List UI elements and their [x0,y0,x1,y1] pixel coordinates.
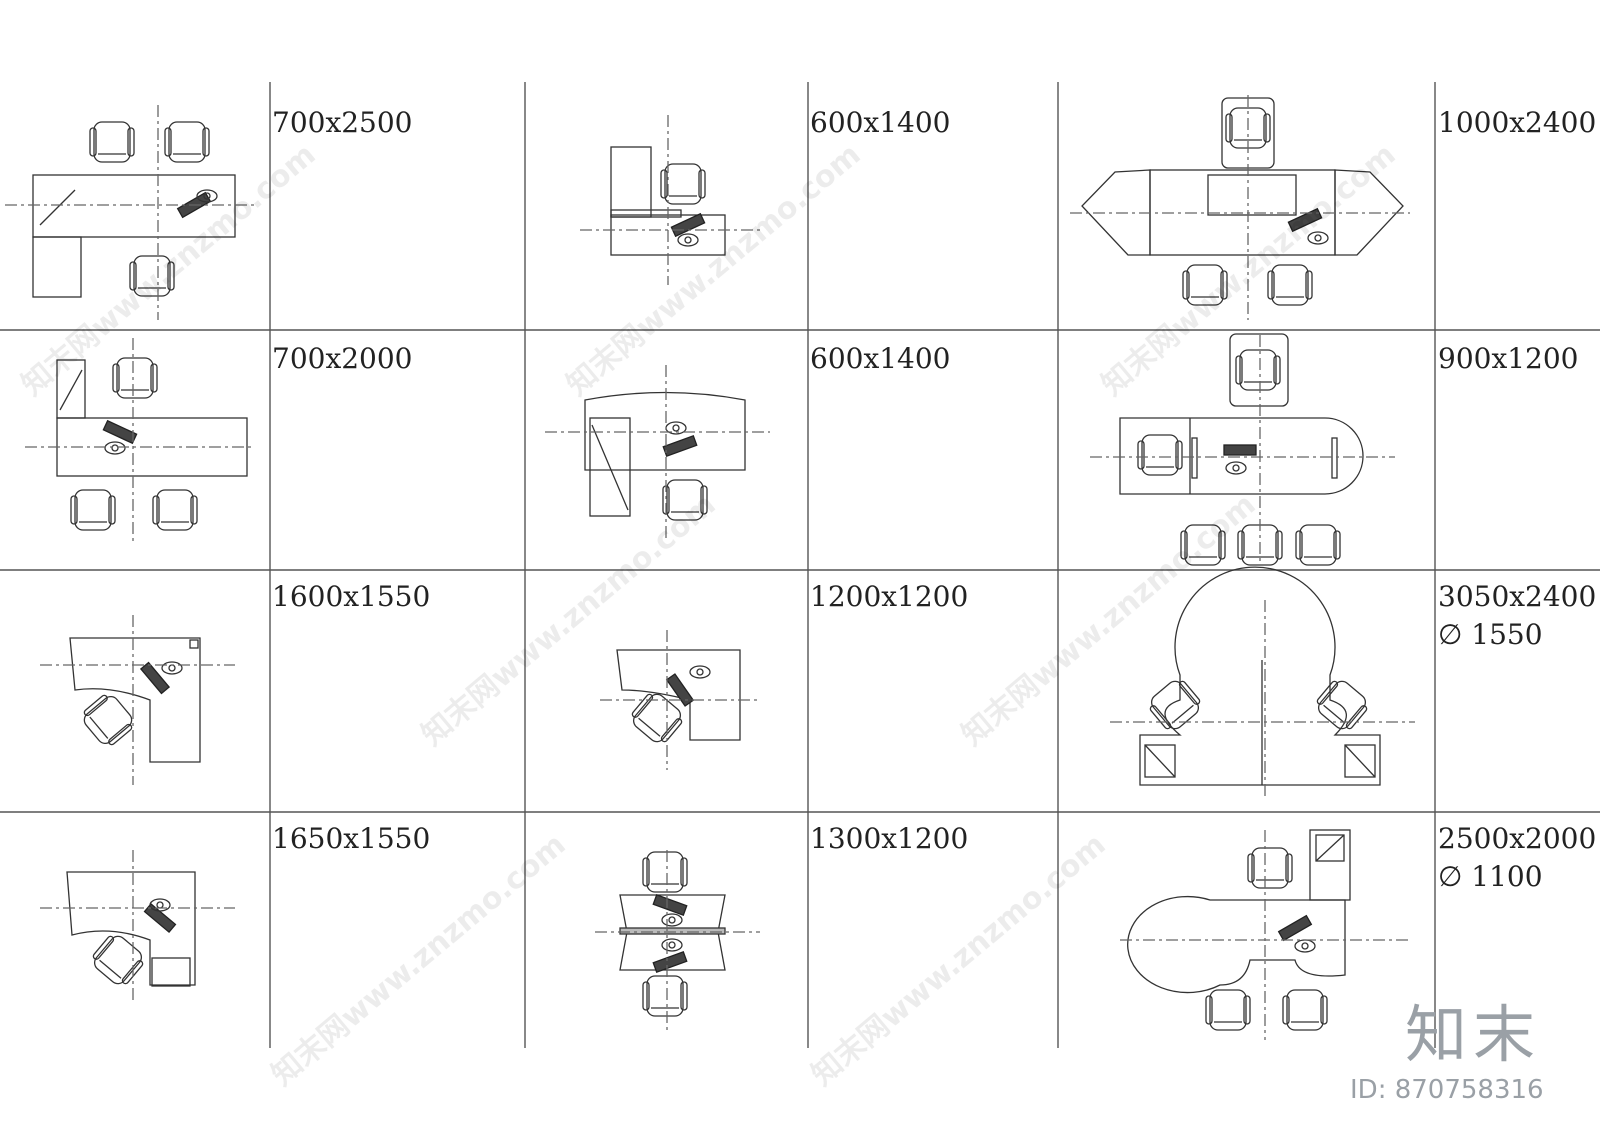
desk-plan-2-3 [1090,333,1395,566]
desk-plan-4-1 [40,850,235,1000]
desk-plan-4-2 [595,850,760,1030]
dimension-label: 600x1400 [810,342,951,375]
desk-plan-4-3 [1120,829,1410,1040]
brand-logo: 知末 [1405,998,1542,1071]
dimension-label: 700x2500 [272,106,413,139]
dimension-label: 1200x1200 [810,580,969,613]
grid-lines [0,82,1600,1048]
dimension-label: 1650x1550 [272,822,431,855]
dimension-label: 1000x2400 [1438,106,1597,139]
dimension-label: 1600x1550 [272,580,431,613]
dimension-label: 900x1200 [1438,342,1579,375]
desk-plan-1-1 [5,105,255,320]
desk-plan-3-2 [600,630,760,770]
dimension-label: 600x1400 [810,106,951,139]
image-id-label: ID: 870758316 [1350,1075,1544,1105]
desk-plan-3-1 [40,615,235,785]
desk-plan-2-2 [545,365,770,540]
dimension-label: 3050x2400 [1438,580,1597,613]
desk-plan-1-2 [580,115,760,285]
desk-plan-1-3 [1070,95,1410,320]
dimension-label: 2500x2000 [1438,822,1597,855]
diameter-label: ∅ 1550 [1438,618,1543,651]
desk-plan-3-3 [1110,566,1415,800]
desk-plan-2-1 [25,338,255,545]
dimension-label: 1300x1200 [810,822,969,855]
dimension-label: 700x2000 [272,342,413,375]
diameter-label: ∅ 1100 [1438,860,1543,893]
